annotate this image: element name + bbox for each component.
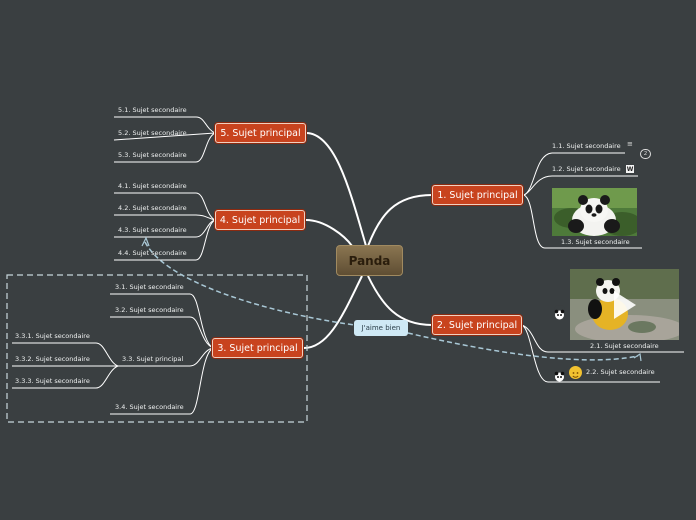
topic-4[interactable]: 4. Sujet principal (215, 210, 305, 230)
video-thumbnail[interactable] (570, 269, 679, 340)
subtopic-4-1[interactable]: 4.1. Sujet secondaire (118, 182, 187, 190)
sub-branches (12, 116, 684, 415)
branch-to-topic-3 (303, 275, 363, 349)
line-3-2 (110, 316, 214, 349)
topic-5[interactable]: 5. Sujet principal (215, 123, 306, 143)
line-2-1 (521, 324, 684, 353)
line-1-2 (523, 175, 638, 196)
line-5-3 (114, 132, 216, 163)
panda-sticker-icon (554, 367, 565, 382)
line-4-1 (114, 192, 216, 221)
subtopic-1-1[interactable]: 1.1. Sujet secondaire (552, 142, 621, 150)
relationship-arrow-left (141, 236, 150, 247)
line-5-1 (114, 116, 216, 134)
topic-1[interactable]: 1. Sujet principal (432, 185, 523, 205)
count-badge: 2 (640, 149, 651, 159)
main-branches (303, 132, 433, 349)
line-3-4 (110, 347, 214, 415)
subtopic-5-1[interactable]: 5.1. Sujet secondaire (118, 106, 187, 114)
subtopic-3-3-1[interactable]: 3.3.1. Sujet secondaire (15, 332, 90, 340)
subtopic-3-4[interactable]: 3.4. Sujet secondaire (115, 403, 184, 411)
subtopic-5-2[interactable]: 5.2. Sujet secondaire (118, 129, 187, 137)
callout-jaime-bien[interactable]: J'aime bien (354, 320, 408, 336)
wikipedia-icon[interactable]: W (626, 165, 634, 173)
line-2-2 (521, 324, 660, 383)
subtopic-3-3[interactable]: 3.3. Sujet principal (122, 355, 184, 363)
relationship-arrow-right (633, 352, 642, 362)
central-topic[interactable]: Panda (336, 245, 403, 276)
topic-2[interactable]: 2. Sujet principal (432, 315, 522, 335)
branch-to-topic-1 (367, 194, 433, 247)
line-4-3 (114, 219, 216, 238)
notes-icon[interactable]: ≡ (627, 140, 633, 148)
subtopic-2-2[interactable]: 2.2. Sujet secondaire (586, 368, 655, 376)
subtopic-3-3-3[interactable]: 3.3.3. Sujet secondaire (15, 377, 90, 385)
subtopic-3-2[interactable]: 3.2. Sujet secondaire (115, 306, 184, 314)
panda-sticker-icon (554, 305, 565, 320)
smiley-icon (569, 366, 582, 379)
subtopic-1-2[interactable]: 1.2. Sujet secondaire (552, 165, 621, 173)
branch-to-topic-4 (305, 219, 353, 247)
line-4-4 (114, 219, 216, 261)
line-3-1 (110, 293, 214, 349)
line-3-3-1 (12, 342, 119, 367)
line-4-2 (114, 214, 216, 221)
subtopic-3-3-2[interactable]: 3.3.2. Sujet secondaire (15, 355, 90, 363)
line-3-3-3 (12, 365, 119, 389)
subtopic-3-1[interactable]: 3.1. Sujet secondaire (115, 283, 184, 291)
subtopic-2-1[interactable]: 2.1. Sujet secondaire (590, 342, 659, 350)
line-1-3 (523, 194, 642, 249)
subtopic-4-3[interactable]: 4.3. Sujet secondaire (118, 226, 187, 234)
subtopic-4-2[interactable]: 4.2. Sujet secondaire (118, 204, 187, 212)
line-5-2 (113, 132, 216, 141)
relationship-line[interactable] (144, 241, 639, 361)
subtopic-5-3[interactable]: 5.3. Sujet secondaire (118, 151, 187, 159)
branch-to-topic-5 (305, 132, 367, 247)
line-3-3 (118, 347, 214, 367)
topic-3[interactable]: 3. Sujet principal (212, 338, 303, 358)
subtopic-4-4[interactable]: 4.4. Sujet secondaire (118, 249, 187, 257)
branch-to-topic-2 (367, 275, 433, 326)
boundary-topic-3[interactable] (6, 274, 308, 423)
panda-image (552, 188, 637, 236)
subtopic-1-3[interactable]: 1.3. Sujet secondaire (561, 238, 630, 246)
